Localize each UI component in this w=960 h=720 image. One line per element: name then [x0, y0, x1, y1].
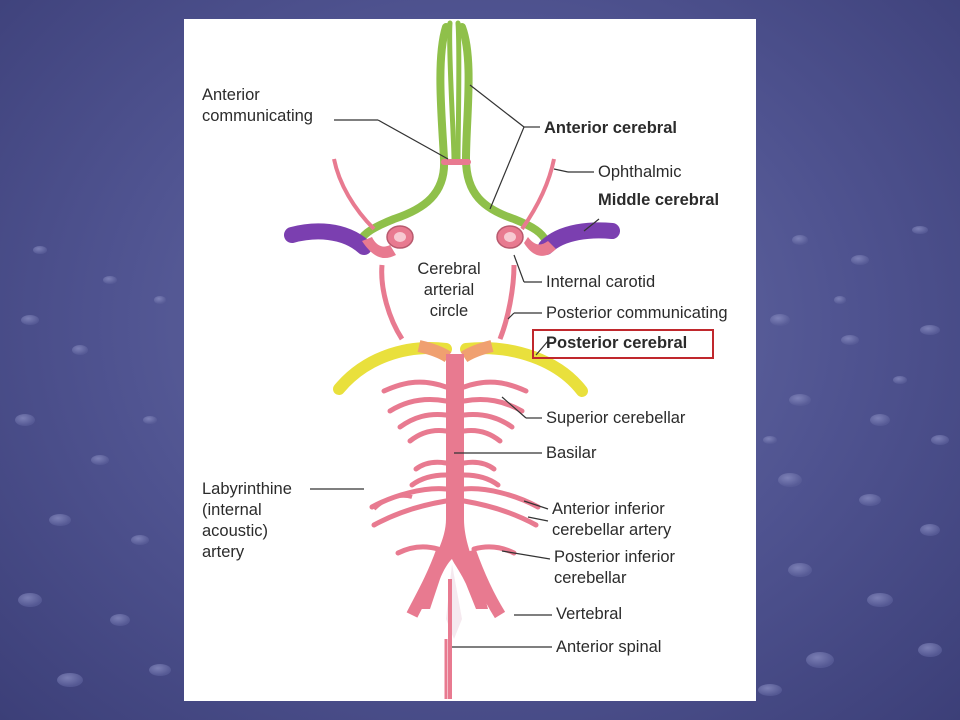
- middle-cerebral-artery-left: [284, 223, 372, 255]
- cerebral-arterial-circle-diagram: [284, 20, 620, 699]
- label-ophthalmic: Ophthalmic: [598, 163, 682, 181]
- label-labyrinthine: Labyrinthine (internal acoustic) artery: [202, 480, 292, 561]
- label-middle-cerebral: Middle cerebral: [598, 191, 720, 209]
- posterior-communicating-artery: [379, 264, 405, 341]
- label-vertebral: Vertebral: [556, 605, 623, 623]
- label-anterior-cerebral: Anterior cerebral: [544, 119, 677, 137]
- label-anterior-inferior-cerebellar: Anterior inferior cerebellar artery: [552, 500, 672, 539]
- label-cerebral-arterial-circle: Cerebral arterial circle: [417, 260, 481, 320]
- label-posterior-inferior-cerebellar: Posterior inferior cerebellar: [554, 548, 676, 587]
- anterior-cerebral-artery: [356, 20, 550, 245]
- middle-cerebral-artery-right: [538, 222, 620, 255]
- ophthalmic-artery: [332, 158, 376, 231]
- highlight-box: [532, 329, 714, 359]
- internal-carotid-artery: [362, 225, 556, 259]
- label-superior-cerebellar: Superior cerebellar: [546, 409, 686, 427]
- label-internal-carotid: Internal carotid: [546, 273, 656, 291]
- label-basilar: Basilar: [546, 444, 597, 462]
- label-posterior-communicating: Posterior communicating: [546, 304, 728, 322]
- labyrinthine-artery: [372, 493, 413, 511]
- basilar-artery: [418, 354, 488, 609]
- label-anterior-communicating: Anterior communicating: [202, 86, 313, 125]
- label-posterior-cerebral: Posterior cerebral: [546, 334, 688, 352]
- diagram-panel: Anterior communicating Anterior cerebral…: [184, 19, 756, 701]
- leader-lines: [310, 84, 600, 648]
- label-anterior-spinal: Anterior spinal: [556, 638, 662, 656]
